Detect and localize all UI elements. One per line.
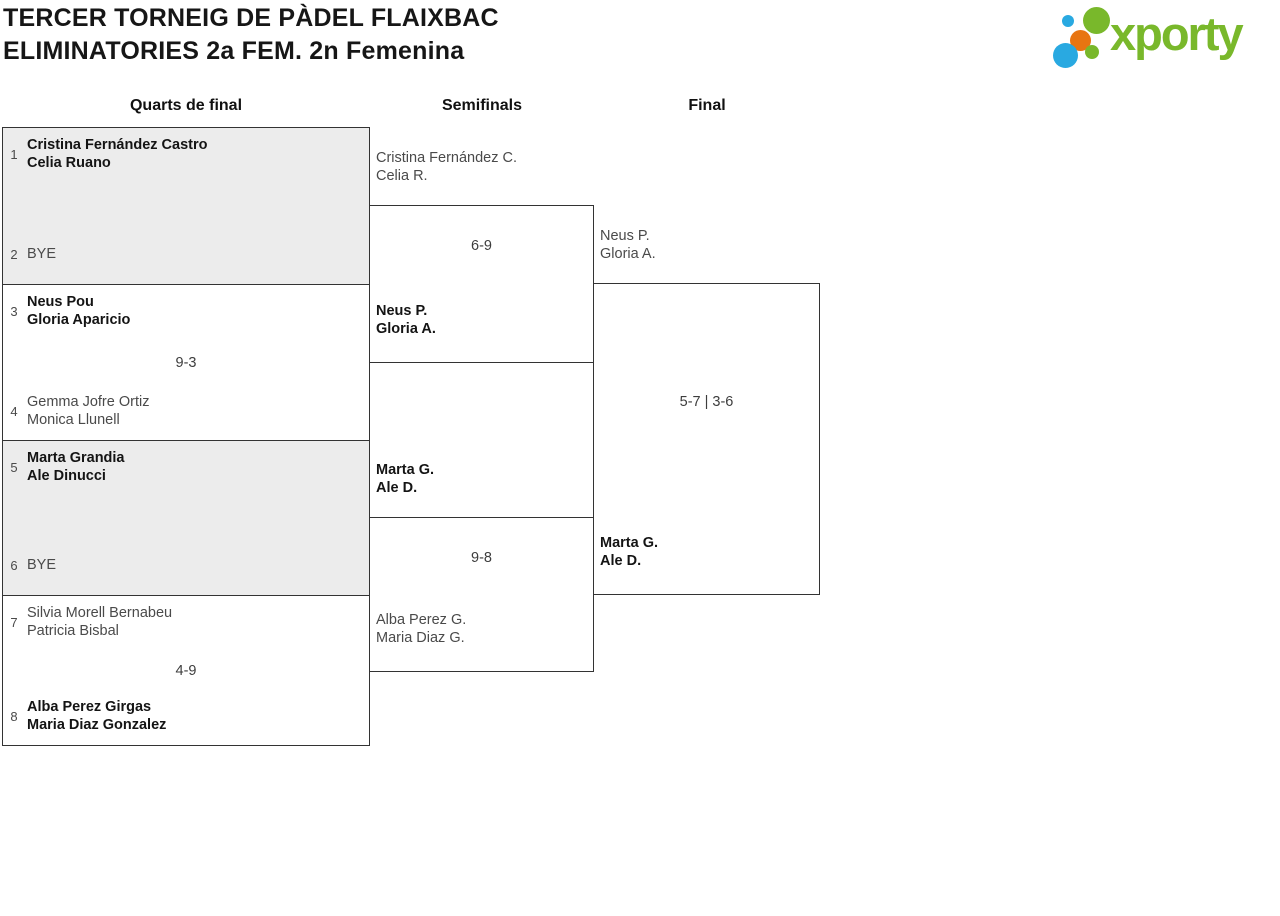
team-entry: Neus P. Gloria A. (600, 227, 656, 263)
seed-number: 3 (10, 303, 18, 319)
player-name: Marta G. (600, 535, 659, 551)
match-box-semifinal-2: Marta G. Ale D. 9-8 Alba Perez G. Maria … (369, 462, 594, 672)
team-entry: 5 Marta Grandia Ale Dinucci (8, 449, 125, 485)
logo-dot-blue-large (1053, 43, 1078, 68)
seed-number: 6 (10, 557, 18, 573)
player-name: Gloria A. (600, 246, 656, 262)
seed-number: 1 (10, 146, 18, 162)
title-line-2: ELIMINATORIES 2a FEM. 2n Femenina (3, 37, 465, 65)
team-entry: 6 BYE (8, 556, 56, 574)
seed-number: 4 (10, 403, 18, 419)
match-box-quarterfinal-4: 7 Silvia Morell Bernabeu Patricia Bisbal… (2, 595, 370, 746)
column-header-final: Final (688, 97, 726, 114)
team-entry: 8 Alba Perez Girgas Maria Diaz Gonzalez (8, 698, 166, 734)
match-score: 9-8 (471, 550, 492, 566)
player-name: Maria Diaz G. (376, 630, 465, 646)
player-name: BYE (27, 246, 57, 262)
player-name: Gloria A. (376, 321, 436, 337)
match-box-quarterfinal-2: 3 Neus Pou Gloria Aparicio 9-3 4 Gemma J… (2, 284, 370, 441)
player-name: Maria Diaz Gonzalez (27, 717, 167, 733)
match-score: 6-9 (471, 238, 492, 254)
player-name: Alba Perez Girgas (27, 699, 152, 715)
player-name: Gloria Aparicio (27, 312, 131, 328)
player-name: Neus Pou (27, 294, 94, 310)
player-name: Marta Grandia (27, 450, 125, 466)
team-entry: 2 BYE (8, 245, 56, 263)
team-entry: Alba Perez G. Maria Diaz G. (376, 611, 466, 647)
player-name: Ale Dinucci (27, 468, 106, 484)
player-name: BYE (27, 557, 57, 573)
match-box-final: Neus P. Gloria A. 5-7 | 3-6 Marta G. Ale… (593, 228, 820, 595)
player-name: Alba Perez G. (376, 612, 467, 628)
match-score: 9-3 (175, 354, 197, 371)
team-entry: Marta G. Ale D. (600, 534, 658, 570)
player-name: Cristina Fernández C. (376, 150, 518, 166)
team-entry: 4 Gemma Jofre Ortiz Monica Llunell (8, 393, 149, 429)
player-name: Gemma Jofre Ortiz (27, 394, 150, 410)
player-name: Marta G. (376, 462, 435, 478)
match-score: 5-7 | 3-6 (679, 394, 734, 410)
team-entry: 1 Cristina Fernández Castro Celia Ruano (8, 136, 208, 172)
player-name: Neus P. (600, 228, 650, 244)
seed-number: 8 (10, 708, 18, 724)
logo-dot-green-small (1085, 45, 1099, 59)
player-name: Silvia Morell Bernabeu (27, 605, 173, 621)
team-entry: Cristina Fernández C. Celia R. (376, 149, 517, 185)
player-name: Patricia Bisbal (27, 623, 119, 639)
column-header-semifinals: Semifinals (441, 97, 523, 114)
seed-number: 7 (10, 614, 18, 630)
player-name: Monica Llunell (27, 412, 120, 428)
match-box-quarterfinal-1: 1 Cristina Fernández Castro Celia Ruano … (2, 127, 370, 285)
page-title: TERCER TORNEIG DE PÀDEL FLAIXBAC ELIMINA… (3, 2, 499, 68)
column-header-quarterfinals: Quarts de final (129, 97, 243, 114)
player-name: Celia Ruano (27, 155, 111, 171)
seed-number: 5 (10, 459, 18, 475)
logo-text: xporty (1110, 7, 1244, 60)
team-entry: Marta G. Ale D. (376, 461, 434, 497)
team-entry: 7 Silvia Morell Bernabeu Patricia Bisbal (8, 604, 172, 640)
player-name: Ale D. (600, 553, 642, 569)
logo-dot-orange (1070, 30, 1091, 51)
match-box-quarterfinal-3: 5 Marta Grandia Ale Dinucci 6 BYE (2, 440, 370, 596)
player-name: Celia R. (376, 168, 428, 184)
match-score: 4-9 (175, 662, 197, 679)
player-name: Ale D. (376, 480, 418, 496)
title-line-1: TERCER TORNEIG DE PÀDEL FLAIXBAC (3, 4, 499, 32)
logo-dot-blue-small (1062, 15, 1074, 27)
seed-number: 2 (10, 246, 18, 262)
team-entry: 3 Neus Pou Gloria Aparicio (8, 293, 130, 329)
team-entry: Neus P. Gloria A. (376, 302, 436, 338)
player-name: Neus P. (376, 303, 428, 319)
match-box-semifinal-1: Cristina Fernández C. Celia R. 6-9 Neus … (369, 150, 594, 363)
logo-dot-green-large (1083, 7, 1110, 34)
player-name: Cristina Fernández Castro (27, 137, 208, 153)
